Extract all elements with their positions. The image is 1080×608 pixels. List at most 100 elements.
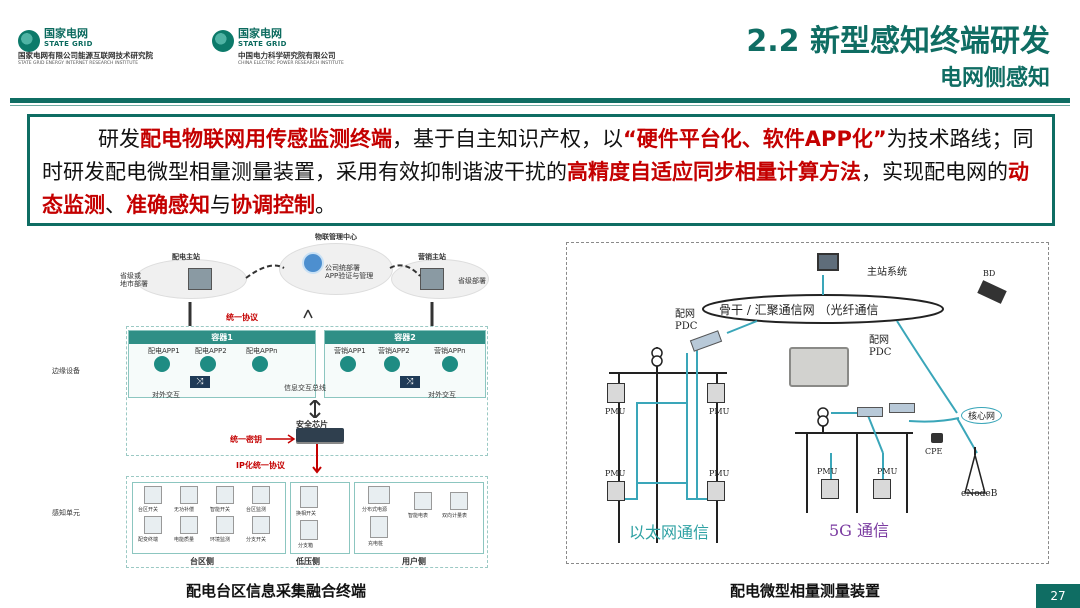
page-title: 2.2 新型感知终端研发 — [746, 24, 1050, 59]
pmu-label: PMU — [605, 469, 626, 478]
ethernet-label: 以太网通信 — [629, 523, 710, 542]
group-name: 台区侧 — [190, 557, 214, 566]
bus-arrow — [309, 400, 321, 418]
security-chip-icon — [296, 428, 344, 442]
group-name: 低压侧 — [296, 557, 320, 566]
summary-text: 、 — [105, 193, 126, 217]
device-icon — [144, 516, 162, 534]
device-label: 智能开关 — [210, 507, 231, 513]
container-2-switch-label: 对外交互 — [428, 391, 456, 399]
container-1-app: 配电APP2 — [195, 347, 227, 355]
unified-key-label: 统一密钥 — [230, 435, 262, 444]
state-grid-logo-icon — [18, 30, 40, 52]
right-diagram-caption: 配电微型相量测量装置 — [730, 582, 881, 600]
header-divider — [10, 98, 1070, 103]
logo-sub-en: STATE GRID ENERGY INTERNET RESEARCH INST… — [18, 61, 139, 66]
pmu-label: PMU — [709, 469, 730, 478]
center-label: 物联管理中心 — [315, 233, 357, 241]
master-station-icon — [817, 253, 839, 271]
summary-text: ，实现配电网的 — [861, 160, 1008, 184]
summary-highlight: 高精度自适应同步相量计算方法 — [567, 160, 861, 184]
sensing-unit-label: 感知单元 — [52, 509, 80, 517]
container-2-app: 营销APPn — [434, 347, 466, 355]
logo-cn: 国家电网 — [238, 27, 282, 40]
summary-text: 为技术路线；同时研发配电微型相量测量装置，采用有效抑制谐波干扰的 — [42, 127, 1034, 184]
app-icon — [252, 356, 268, 372]
edge-device-frame — [126, 326, 488, 456]
shuffle-switch-icon: ⤨ — [400, 376, 420, 388]
summary-box: 研发配电物联网用传感监测终端，基于自主知识产权，以“硬件平台化、软件APP化”为… — [27, 114, 1055, 226]
page-number: 27 — [1036, 584, 1080, 608]
device-label: 分支箱 — [298, 543, 314, 549]
core-network-label: 核心网 — [961, 407, 1003, 424]
container-2-title: 容器2 — [325, 331, 485, 344]
pdc-left-label: 配网 PDC — [675, 309, 698, 332]
pmu-box — [707, 383, 725, 403]
summary-text: 与 — [210, 193, 231, 217]
device-icon — [370, 516, 388, 538]
left-station-label: 配电主站 — [172, 253, 200, 261]
device-label: 分布式电源 — [362, 507, 388, 513]
container-1-app: 配电APP1 — [148, 347, 180, 355]
micro-pmu-diagram: 主站系统 BD 骨干 / 汇聚通信网 （光纤通信 配网 PDC 配网 PDC P… — [566, 242, 1049, 564]
pmu-box — [607, 481, 625, 501]
logo-en: STATE GRID — [238, 40, 287, 48]
summary-highlight: 准确感知 — [126, 193, 210, 217]
device-label: 台区监测 — [246, 507, 267, 513]
device-label: 电能质量 — [174, 537, 195, 543]
backbone-label: 骨干 / 汇聚通信网 （光纤通信 — [719, 303, 879, 317]
device-label: 台区开关 — [138, 507, 159, 513]
logo-sub-cn: 中国电力科学研究院有限公司 — [238, 51, 336, 60]
security-chip-label: 安全芯片 — [296, 420, 328, 429]
container-1-app: 配电APPn — [246, 347, 278, 355]
iot-hub-icon — [302, 252, 324, 274]
group-name: 用户侧 — [402, 557, 426, 566]
enodeb-label: eNodeB — [961, 489, 998, 499]
device-label: 环境监测 — [210, 537, 231, 543]
unified-protocol-label: 统一协议 — [226, 313, 258, 322]
app-icon — [384, 356, 400, 372]
cpe-icon — [931, 433, 943, 443]
key-arrow — [266, 434, 296, 444]
left-cloud-label: 省级或 地市部署 — [120, 272, 148, 288]
device-icon — [450, 492, 468, 510]
center-cloud — [280, 244, 392, 294]
pmu-box — [607, 383, 625, 403]
summary-highlight: 配电物联网用传感监测终端 — [140, 127, 392, 151]
device-label: 无功补偿 — [174, 507, 195, 513]
device-icon — [414, 492, 432, 510]
pmu-label: PMU — [817, 467, 838, 476]
summary-highlight: “硬件平台化、软件APP化” — [623, 127, 887, 151]
center-sub-label: 公司统部署 APP验证与管理 — [325, 264, 374, 280]
device-icon — [216, 486, 234, 504]
pmu-label: PMU — [605, 407, 626, 416]
bd-label: BD — [983, 269, 996, 278]
container-1-title: 容器1 — [129, 331, 315, 344]
cpe-label: CPE — [925, 447, 943, 456]
fusion-terminal-diagram: 配电主站 省级或 地市部署 物联管理中心 公司统部署 APP验证与管理 营销主站… — [40, 230, 490, 575]
pmu-label: PMU — [877, 467, 898, 476]
state-grid-logo-icon — [212, 30, 234, 52]
top-link-arrows — [188, 264, 434, 326]
device-icon — [180, 516, 198, 534]
device-icon — [252, 486, 270, 504]
pdc-5g-icon — [857, 407, 883, 417]
state-grid-logo-cepri: 国家电网 STATE GRID 中国电力科学研究院有限公司 CHINA ELEC… — [212, 28, 344, 67]
device-label: 智能电表 — [408, 513, 429, 519]
device-icon — [216, 516, 234, 534]
summary-highlight: 协调控制 — [231, 193, 315, 217]
sensing-frame — [126, 476, 488, 568]
pdc-right-label: 配网 PDC — [869, 335, 892, 358]
info-bus-label: 信息交互总线 — [284, 384, 326, 392]
server-rack-icon — [188, 268, 212, 290]
device-icon — [300, 520, 318, 540]
device-icon — [144, 486, 162, 504]
summary-highlight: 动态监测 — [42, 160, 1029, 217]
logo-cn: 国家电网 — [44, 27, 88, 40]
pdc-5g-icon — [889, 403, 915, 413]
app-icon — [154, 356, 170, 372]
logo-en: STATE GRID — [44, 40, 93, 48]
app-icon — [442, 356, 458, 372]
summary-text: 研发 — [98, 127, 140, 151]
summary-text: ，基于自主知识产权，以 — [392, 127, 623, 151]
